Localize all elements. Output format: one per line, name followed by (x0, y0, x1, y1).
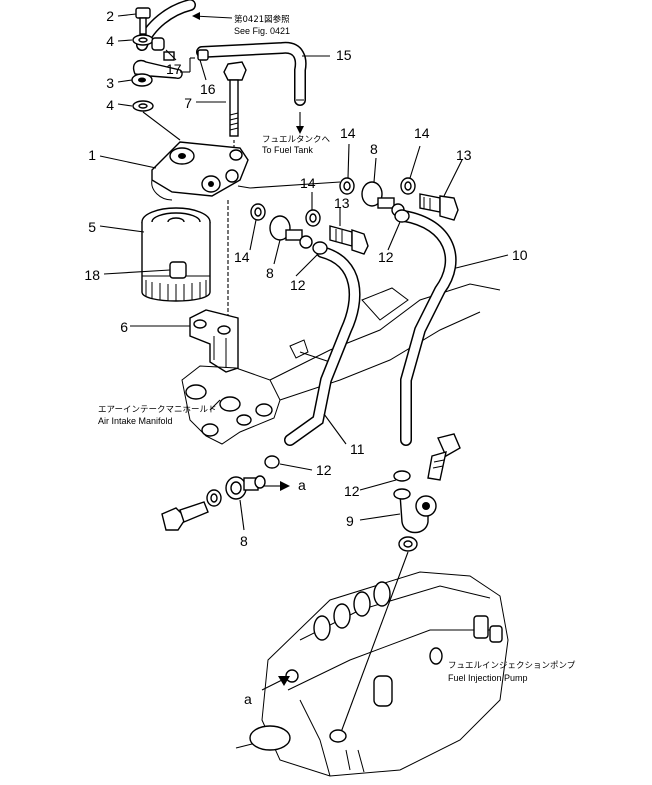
callout-12-d: 12 (344, 483, 360, 499)
callout-14-c: 14 (234, 249, 250, 265)
callout-13-lower: 13 (334, 195, 350, 211)
callout-12-a: 12 (378, 249, 394, 265)
callout-18: 18 (84, 267, 100, 283)
labels: 第0421図参照 See Fig. 0421 フュエルタンクへ To Fuel … (98, 14, 576, 707)
see-fig-en: See Fig. 0421 (234, 26, 290, 36)
washer-4-top (132, 34, 154, 46)
washer-14-d (305, 209, 321, 227)
callout-6: 6 (120, 319, 128, 335)
air-intake-jp: エアーインテークマニホールド (98, 405, 217, 415)
fuel-injection-pump (235, 571, 509, 777)
callout-14-b: 14 (414, 125, 430, 141)
hose-10 (398, 210, 457, 446)
callout-1: 1 (88, 147, 96, 163)
callout-numbers: 2 4 3 4 1 5 18 6 7 16 17 15 14 14 8 13 1… (84, 8, 527, 549)
callout-16: 16 (200, 81, 216, 97)
leader-lines (99, 12, 509, 691)
lower-bolt (161, 501, 209, 531)
clip-16 (180, 49, 209, 73)
washer-14-a (339, 177, 355, 195)
callout-8-upper: 8 (370, 141, 378, 157)
callout-17: 17 (166, 61, 182, 77)
washer-4-lower (132, 100, 154, 112)
filter-head-1 (151, 141, 249, 201)
callout-12-b: 12 (290, 277, 306, 293)
callout-4-top: 4 (106, 33, 114, 49)
eye-bolt-13-lower (329, 225, 369, 255)
hose-11 (284, 246, 361, 446)
filter-cartridge-5 (141, 207, 211, 302)
callout-13-upper: 13 (456, 147, 472, 163)
clip-17 (151, 37, 175, 61)
fuel-tank-en: To Fuel Tank (262, 145, 313, 155)
callout-14-d: 14 (300, 175, 316, 191)
eye-joint-8-lower (225, 475, 266, 500)
bolt-7 (223, 61, 247, 158)
ref-a-lower: a (244, 691, 252, 707)
callout-2: 2 (106, 8, 114, 24)
washer-14-c (250, 203, 266, 221)
bolt-2 (135, 7, 151, 35)
clip-12-c (264, 455, 280, 469)
bolt-right (427, 433, 461, 481)
eye-joint-8-mid (269, 215, 313, 249)
callout-15: 15 (336, 47, 352, 63)
clip-12-b (312, 241, 328, 255)
injection-pump-en: Fuel Injection Pump (448, 673, 528, 683)
callout-12-c: 12 (316, 462, 332, 478)
callout-5: 5 (88, 219, 96, 235)
callout-4-lower: 4 (106, 97, 114, 113)
callout-8-lower: 8 (240, 533, 248, 549)
clip-12-d (393, 470, 411, 482)
washer-lower-right (398, 536, 418, 552)
see-fig-jp: 第0421図参照 (234, 14, 290, 25)
clip-12-a (394, 209, 410, 223)
callout-14-a: 14 (340, 125, 356, 141)
callout-8-mid: 8 (266, 265, 274, 281)
fuel-tank-jp: フュエルタンクへ (262, 135, 331, 145)
callout-7: 7 (184, 95, 192, 111)
callout-3: 3 (106, 75, 114, 91)
air-intake-en: Air Intake Manifold (98, 416, 173, 426)
callout-9: 9 (346, 513, 354, 529)
ref-a-upper: a (298, 477, 306, 493)
eye-bolt-13-upper (419, 193, 459, 221)
callout-10: 10 (512, 247, 528, 263)
injection-pump-jp: フュエルインジェクションポンプ (448, 661, 576, 671)
lower-washer (206, 489, 222, 507)
callout-11: 11 (350, 441, 365, 457)
pipe-15 (196, 41, 307, 134)
bracket-6 (189, 309, 239, 373)
banjo-9 (393, 488, 437, 534)
washer-14-b (400, 177, 416, 195)
